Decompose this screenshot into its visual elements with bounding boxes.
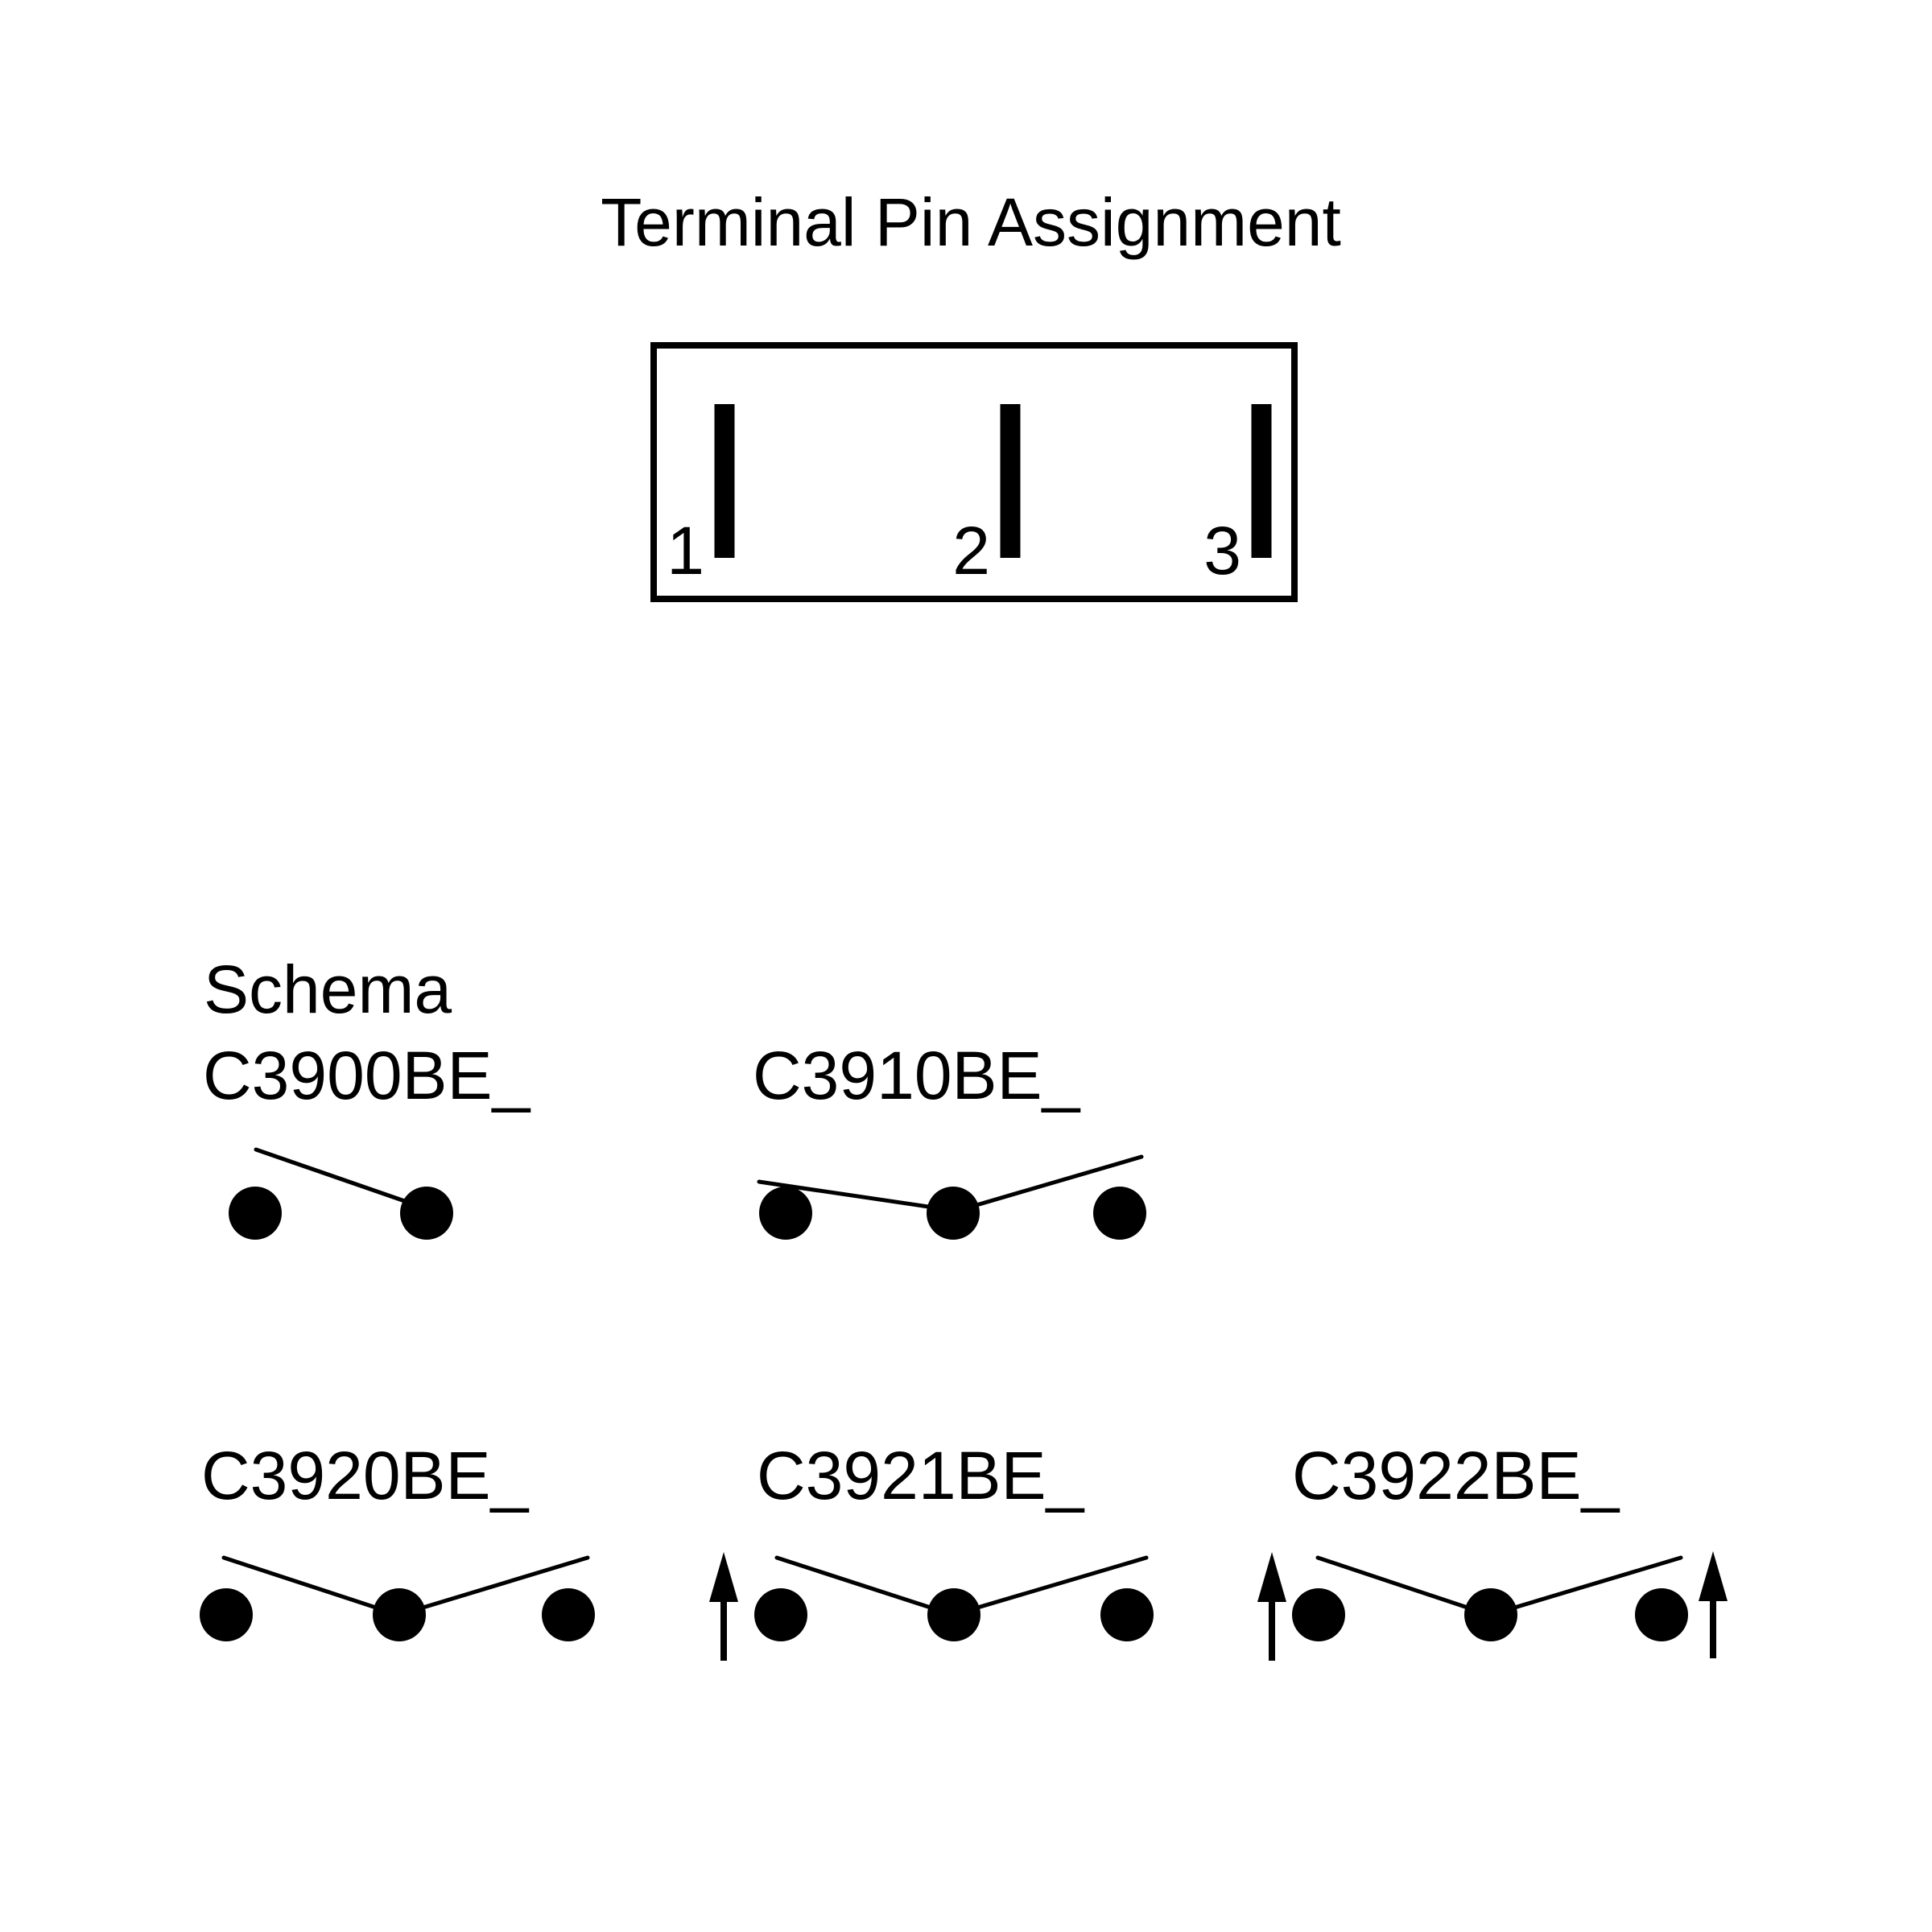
- schema-variant: C3920BE_: [200, 1438, 595, 1641]
- switch-lever-line: [221, 1555, 381, 1611]
- contact-dot: [927, 1187, 980, 1240]
- schema-heading: Schema: [204, 952, 452, 1027]
- schema-variant: C3922BE_: [1257, 1438, 1728, 1661]
- schema-variants: C3900BE_ C3910BE_ C3920BE_ C3921BE_ C3922BE_: [200, 1038, 1728, 1661]
- diagram-title: Terminal Pin Assignment: [601, 184, 1341, 260]
- contact-dot: [1635, 1588, 1688, 1641]
- contact-dot: [200, 1588, 253, 1641]
- variant-name-label: C3920BE_: [201, 1438, 530, 1513]
- switch-lever-line: [254, 1147, 421, 1208]
- contact-dot: [542, 1588, 595, 1641]
- contact-dot: [1292, 1588, 1345, 1641]
- contact-dot: [1100, 1588, 1154, 1641]
- switch-lever-line: [1315, 1555, 1472, 1611]
- connector-outline: [650, 342, 1298, 602]
- variant-name-label: C3922BE_: [1292, 1438, 1620, 1513]
- switch-lever-line: [757, 1179, 936, 1210]
- contact-dot: [373, 1588, 426, 1641]
- pin-number-label: 1: [667, 513, 704, 588]
- pin-number-label: 2: [952, 513, 990, 588]
- schema-variant: C3900BE_: [203, 1038, 531, 1240]
- contact-dot: [1093, 1187, 1146, 1240]
- contact-dot: [1464, 1588, 1517, 1641]
- variant-name-label: C3910BE_: [753, 1038, 1081, 1113]
- pin-bar: [1251, 404, 1272, 558]
- switch-lever-line: [1509, 1555, 1683, 1611]
- variant-name-label: C3900BE_: [203, 1038, 531, 1113]
- switch-lever-line: [418, 1555, 590, 1611]
- pin-bar: [1000, 404, 1021, 558]
- pin-number-label: 3: [1203, 513, 1241, 588]
- contact-dot: [754, 1588, 807, 1641]
- switch-lever-line: [974, 1154, 1144, 1208]
- contact-dot: [229, 1187, 282, 1240]
- schema-variant: C3921BE_: [709, 1438, 1154, 1661]
- switch-lever-line: [972, 1555, 1149, 1611]
- switch-lever-line: [774, 1555, 935, 1611]
- schema-variant: C3910BE_: [753, 1038, 1146, 1240]
- variant-name-label: C3921BE_: [757, 1438, 1085, 1513]
- momentary-up-arrow-icon: [1257, 1552, 1286, 1661]
- momentary-up-arrow-icon: [1699, 1551, 1728, 1658]
- contact-dot: [927, 1588, 980, 1641]
- contact-dot: [759, 1187, 812, 1240]
- momentary-up-arrow-icon: [709, 1552, 738, 1661]
- contact-dot: [400, 1187, 453, 1240]
- connector-pins: 1 2 3: [667, 404, 1272, 588]
- pin-bar: [714, 404, 735, 558]
